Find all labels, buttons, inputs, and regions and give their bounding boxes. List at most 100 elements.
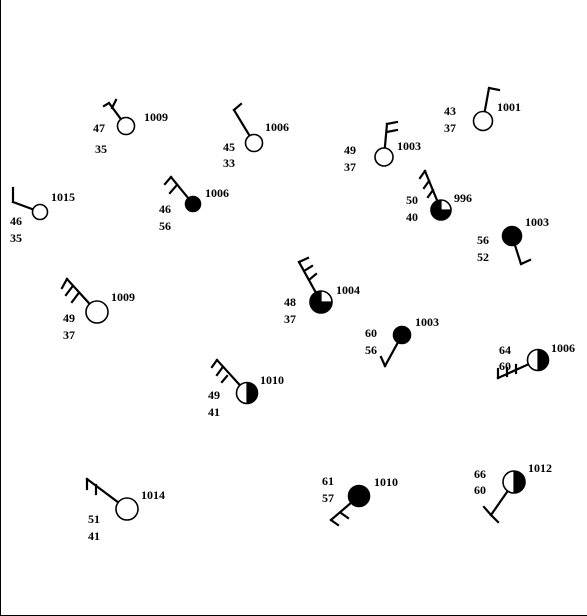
wind-staff [232,108,252,138]
wind-staff [489,489,510,517]
wind-barb [385,128,399,134]
pressure-label: 1014 [141,488,165,502]
cloud-cover-fill [393,326,411,344]
wind-barb [379,355,387,368]
wind-barb [297,256,310,264]
cloud-cover-fill [348,485,370,507]
temperature-label: 61 [322,474,334,488]
wind-staff [423,169,439,203]
wind-barb [110,98,118,110]
wind-barb [220,374,229,384]
wind-staff [65,277,92,306]
cloud-cover-fill [502,226,522,246]
wind-staff [383,122,389,150]
station-circle [115,497,139,521]
pressure-label: 1006 [265,120,289,134]
wind-staff [169,175,190,200]
dewpoint-label: 33 [223,156,235,170]
cloud-cover-fill [247,382,258,404]
temperature-label: 49 [208,388,220,402]
temperature-label: 56 [477,233,489,247]
wind-barb [329,518,340,527]
pressure-label: 1012 [528,461,552,475]
wind-barb [385,120,399,126]
temperature-label: 51 [88,512,100,526]
pressure-label: 1003 [415,315,439,329]
dewpoint-label: 37 [63,328,75,342]
pressure-label: 996 [454,191,472,205]
wind-staff [329,501,353,522]
station-circle [472,110,494,132]
temperature-label: 60 [365,326,377,340]
wind-barb [489,513,500,524]
wind-staff [11,200,35,211]
pressure-label: 1003 [525,215,549,229]
wind-barb [168,184,178,195]
dewpoint-label: 37 [444,121,456,135]
station-s11: 1003 60 56 [365,315,439,368]
station-s16: 1012 66 60 [474,461,552,524]
station-circle [374,147,394,167]
cloud-cover-fill [538,349,549,371]
wind-barb [64,285,74,297]
temperature-label: 66 [474,467,486,481]
pressure-label: 1006 [205,186,229,200]
station-s07: 996 50 40 [406,169,472,224]
wind-barb [422,179,431,190]
wind-staff [297,260,318,294]
wind-barb [519,258,532,266]
station-circle [31,203,49,221]
pressure-label: 1010 [374,475,398,489]
wind-barb [163,175,173,186]
temperature-label: 47 [93,121,105,135]
station-circle [244,133,264,153]
wind-staff [85,477,120,504]
temperature-label: 49 [344,143,356,157]
dewpoint-label: 41 [88,529,100,543]
wind-barb [307,272,318,282]
wind-barb [215,366,224,377]
temperature-label: 64 [499,343,511,357]
wind-staff [496,362,530,380]
wind-staff [215,358,242,387]
pressure-label: 1015 [51,190,75,204]
wind-barb [60,277,69,290]
dewpoint-label: 41 [208,405,220,419]
station-s08: 1003 56 52 [477,215,549,266]
station-s13: 1010 49 41 [208,358,284,419]
dewpoint-label: 56 [365,343,377,357]
wind-barb [102,101,111,108]
wind-staff [383,340,400,368]
cloud-cover-fill [514,471,525,493]
cloud-cover-fill [185,196,201,212]
pressure-label: 1001 [497,100,521,114]
wind-staff [483,86,491,113]
wind-barb [232,102,243,112]
wind-barb [302,264,314,273]
temperature-label: 46 [159,202,171,216]
dewpoint-label: 60 [474,483,486,497]
pressure-label: 1004 [336,283,360,297]
pressure-label: 1010 [260,373,284,387]
dewpoint-label: 40 [406,210,418,224]
temperature-label: 49 [63,311,75,325]
wind-barb [487,86,501,92]
wind-staff [513,243,523,266]
wind-barb [426,188,435,199]
pressure-label: 1006 [551,341,575,355]
dewpoint-label: 52 [477,250,489,264]
wind-staff [107,101,123,121]
pressure-label: 1009 [144,110,168,124]
dewpoint-label: 37 [344,160,356,174]
temperature-label: 50 [406,193,418,207]
temperature-label: 46 [10,214,22,228]
station-circle [85,300,109,324]
